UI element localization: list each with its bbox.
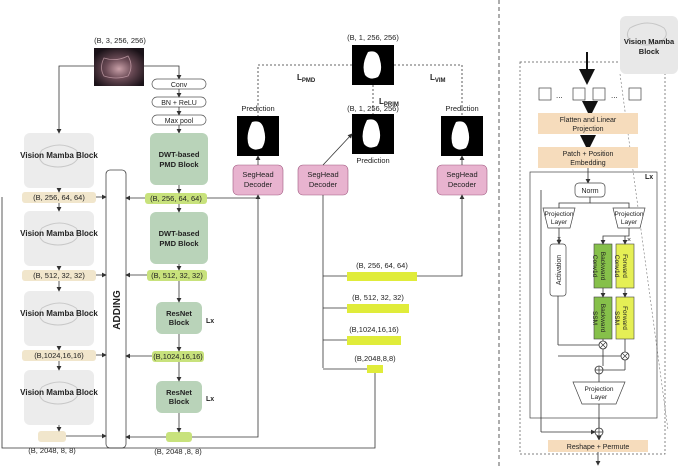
svg-text:BackwardSSM: BackwardSSM: [591, 304, 606, 333]
right-feature-4: [367, 365, 383, 373]
vmb-label-3: Vision Mamba Block: [20, 309, 98, 318]
mid-feature-2: [147, 270, 207, 281]
vmb-shape-1: (B, 256, 64, 64): [33, 193, 85, 202]
vmb-shape-3: (B,1024,16,16): [34, 351, 84, 360]
svg-text:×: ×: [627, 237, 631, 244]
mid-shape-1: (B, 256, 64, 64): [150, 194, 202, 203]
mid-feature-4: [166, 432, 192, 442]
vmb-label-4: Vision Mamba Block: [20, 388, 98, 397]
vmb-block-4[interactable]: [24, 370, 94, 425]
svg-text:BackwardConv1d: BackwardConv1d: [591, 252, 606, 281]
right-feature-3: [347, 336, 401, 345]
resnet-lx-2: Lx: [206, 396, 214, 403]
vmb-feature-4: [38, 431, 66, 442]
right-shape-2: (B, 512, 32, 32): [352, 293, 404, 302]
loss-connections: [257, 64, 463, 116]
gt-shape-top: (B, 1, 256, 256): [347, 33, 399, 42]
detail-outline: [519, 61, 666, 455]
svg-text:...: ...: [556, 91, 563, 100]
svg-text:Norm: Norm: [581, 188, 598, 195]
right-shape-3: (B,1024,16,16): [349, 325, 399, 334]
svg-text:Lx: Lx: [645, 174, 653, 181]
prediction-label-prim: Prediction: [356, 156, 389, 165]
resnet-lx-1: Lx: [206, 318, 214, 325]
svg-text:Reshape + Permute: Reshape + Permute: [567, 444, 630, 451]
mid-feature-1: [145, 193, 207, 204]
svg-text:Activation: Activation: [556, 255, 563, 285]
prediction-label-vim: Prediction: [445, 104, 478, 113]
adding-label: ADDING: [112, 290, 123, 330]
predictions: Prediction (B, 1, 256, 256) (B, 1, 256, …: [237, 33, 483, 165]
svg-text:...: ...: [611, 91, 618, 100]
vmb-label-1: Vision Mamba Block: [20, 151, 98, 160]
input-image: [94, 48, 144, 86]
vmb-block-3[interactable]: [24, 291, 94, 346]
svg-text:ForwardConv1d: ForwardConv1d: [613, 254, 628, 278]
encoder-loop-box: [529, 171, 658, 419]
resnet-block-2[interactable]: [156, 381, 202, 413]
flatten-projection-box[interactable]: [538, 113, 638, 134]
vmb-shape-4: (B, 2048, 8, 8): [28, 446, 76, 455]
right-shape-1: (B, 256, 64, 64): [356, 261, 408, 270]
gt-shape: (B, 1, 256, 256): [347, 104, 399, 113]
loss-pmd: LPMD: [297, 73, 316, 84]
resnet-block-1[interactable]: [156, 302, 202, 334]
patch-embedding-box[interactable]: [538, 147, 638, 168]
stem: Conv BN + ReLU Max pool: [151, 78, 207, 134]
output-projection[interactable]: [572, 381, 626, 405]
token-boxes: [538, 87, 642, 101]
vmb-block-1[interactable]: [24, 133, 94, 188]
conv-label: Conv: [171, 82, 188, 89]
vmb-feature-2: [22, 270, 96, 281]
loss-vim: LVIM: [430, 73, 446, 84]
loss-prim: LPRIM: [379, 97, 399, 108]
vmb-feature-3: [22, 350, 96, 361]
projection-left[interactable]: [542, 207, 576, 229]
vmb-shape-2: (B, 512, 32, 32): [33, 271, 85, 280]
right-feature-stack: (B, 256, 64, 64) (B, 512, 32, 32) (B,102…: [347, 261, 417, 373]
vmb-column: Vision Mamba Block Vision Mamba Block Vi…: [20, 133, 98, 455]
vmb-feature-1: [22, 192, 96, 203]
maxpool-label: Max pool: [165, 118, 194, 125]
bn-relu-label: BN + ReLU: [161, 100, 197, 107]
pmd-block-2[interactable]: [150, 212, 208, 264]
mid-shape-2: (B, 512, 32, 32): [151, 271, 203, 280]
mid-feature-3: [152, 351, 204, 362]
input-shape: (B, 3, 256, 256): [94, 36, 146, 45]
svg-text:×: ×: [557, 236, 561, 243]
pmd-block-1[interactable]: [150, 133, 208, 185]
vmb-block-2[interactable]: [24, 211, 94, 266]
vmb-label-2: Vision Mamba Block: [20, 229, 98, 238]
mamba-sketch-icons: [38, 144, 79, 405]
svg-text:ForwardSSM: ForwardSSM: [613, 306, 628, 330]
reshape-permute-box[interactable]: [548, 440, 648, 452]
right-feature-2: [347, 304, 409, 313]
right-shape-4: (B,2048,8,8): [354, 354, 396, 363]
mid-shape-4: (B, 2048 ,8, 8): [154, 447, 202, 456]
right-feature-1: [347, 272, 417, 281]
projection-right[interactable]: [612, 207, 646, 229]
mid-shape-3: (B,1024,16,16): [153, 352, 203, 361]
